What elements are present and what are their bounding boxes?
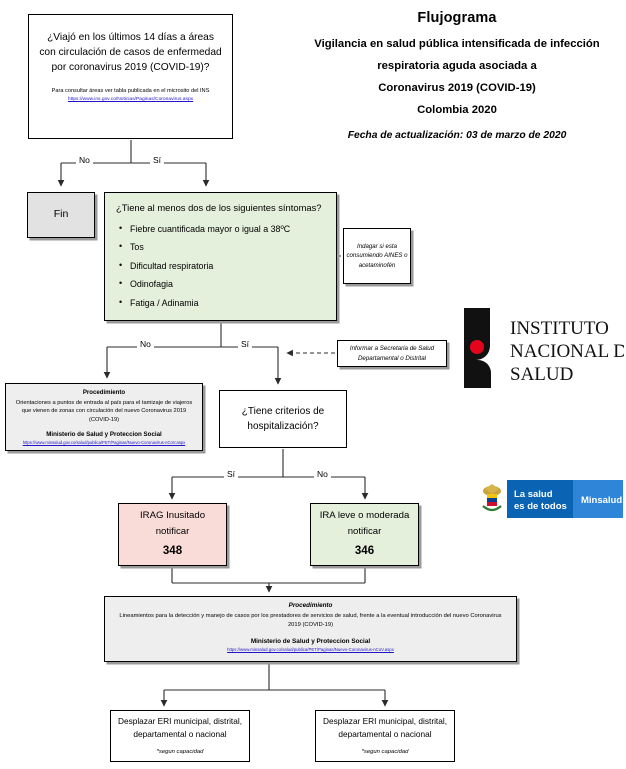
minsalud-logo: La salud es de todos Minsalud bbox=[477, 480, 623, 518]
ins-line-1: INSTITUTO bbox=[510, 318, 609, 339]
svg-text:es de todos: es de todos bbox=[514, 501, 567, 512]
minsalud-brand: Minsalud bbox=[581, 495, 622, 506]
proc-left-ministry: Ministerio de Salud y Proteccion Social bbox=[46, 431, 162, 439]
ins-line-2: NACIONAL DE bbox=[510, 341, 624, 362]
eri-right-line-2: departamental o nacional bbox=[338, 728, 432, 739]
eri-right-line-1: Desplazar ERI municipal, distrital, bbox=[322, 716, 448, 727]
title-line-2: respiratoria aguda asociada a bbox=[377, 60, 537, 73]
edge-label-travel-si: Sí bbox=[150, 156, 165, 165]
node-irag-inusitado: IRAG Inusitado notificar 348 bbox=[118, 503, 227, 566]
svg-text:NACIONAL DE: NACIONAL DE bbox=[510, 341, 624, 362]
ins-logo: INSTITUTO NACIONAL DE SALUD bbox=[462, 306, 624, 390]
node-eri-left: Desplazar ERI municipal, distrital, depa… bbox=[110, 710, 250, 762]
edge-label-travel-no: No bbox=[76, 156, 93, 165]
travel-question-text: ¿Viajó en los últimos 14 días a áreas co… bbox=[39, 32, 222, 73]
travel-link[interactable]: https://www.ins.gov.co/Noticias/Paginas/… bbox=[67, 97, 194, 103]
eri-left-line-1: Desplazar ERI municipal, distrital, bbox=[117, 716, 243, 727]
node-eri-right: Desplazar ERI municipal, distrital, depa… bbox=[315, 710, 455, 762]
proc-left-link[interactable]: https://www.minsalud.gov.co/salud/public… bbox=[22, 440, 186, 446]
minsalud-slogan-2: es de todos bbox=[514, 501, 567, 512]
svg-text:La salud: La salud bbox=[514, 489, 553, 500]
eri-left-line-2: departamental o nacional bbox=[133, 728, 227, 739]
irag-line-1: IRAG Inusitado bbox=[139, 510, 206, 522]
hospitalization-question-text: ¿Tiene criterios de hospitalización? bbox=[241, 406, 325, 432]
minsalud-slogan-1: La salud bbox=[514, 489, 553, 500]
fin-label: Fin bbox=[53, 208, 69, 221]
list-item: Fatiga / Adinamia bbox=[119, 297, 290, 309]
node-symptoms: ¿Tiene al menos dos de los siguientes sí… bbox=[104, 192, 337, 321]
note-informar-secretaria: Informar a Secretaria de Salud Departame… bbox=[337, 340, 447, 367]
title-update-date: Fecha de actualización: 03 de marzo de 2… bbox=[347, 130, 567, 142]
ira-line-2: notificar bbox=[347, 525, 382, 537]
ira-line-1: IRA leve o moderada bbox=[319, 510, 410, 522]
title-line-3: Coronavirus 2019 (COVID-19) bbox=[378, 82, 536, 95]
svg-text:INSTITUTO: INSTITUTO bbox=[510, 318, 609, 339]
note-aines-text: Indagar si esta consumiendo AINES o acet… bbox=[346, 243, 408, 269]
title-line-1: Vigilancia en salud pública intensificad… bbox=[314, 38, 600, 50]
irag-line-2: notificar bbox=[155, 525, 190, 537]
ira-code: 346 bbox=[354, 545, 375, 558]
node-procedure-lineamientos: Procedimiento Lineamientos para la detec… bbox=[104, 596, 517, 662]
list-item: Fiebre cuantificada mayor o igual a 38ºC bbox=[119, 223, 290, 235]
node-hospitalization-question: ¿Tiene criterios de hospitalización? bbox=[219, 390, 347, 448]
list-item: Dificultad respiratoria bbox=[119, 260, 290, 272]
note-informar-text: Informar a Secretaria de Salud Departame… bbox=[349, 344, 435, 362]
node-procedure-entry-points: Procedimiento Orientaciones a puntos de … bbox=[5, 383, 203, 451]
ins-line-3: SALUD bbox=[510, 364, 573, 385]
list-item: Tos bbox=[119, 241, 290, 253]
svg-text:Minsalud: Minsalud bbox=[581, 495, 622, 506]
proc-bottom-link[interactable]: https://www.minsalud.gov.co/salud/public… bbox=[227, 646, 394, 652]
title-line-4: Colombia 2020 bbox=[417, 104, 497, 117]
title-main: Flujograma bbox=[417, 10, 497, 26]
node-fin: Fin bbox=[27, 192, 95, 238]
eri-left-footnote: *segun capacidad bbox=[156, 749, 204, 756]
page-title: Flujograma Vigilancia en salud pública i… bbox=[288, 10, 626, 141]
edge-label-hosp-no: No bbox=[314, 470, 331, 479]
proc-bottom-body: Lineamientos para la detección y manejo … bbox=[119, 613, 502, 629]
node-travel-question: ¿Viajó en los últimos 14 días a áreas co… bbox=[28, 14, 233, 139]
travel-note-text: Para consultar áreas ver tabla publicada… bbox=[51, 88, 210, 95]
symptoms-list: Fiebre cuantificada mayor o igual a 38ºC… bbox=[116, 223, 290, 316]
node-ira-leve-moderada: IRA leve o moderada notificar 346 bbox=[310, 503, 419, 566]
proc-bottom-ministry: Ministerio de Salud y Proteccion Social bbox=[250, 637, 371, 645]
proc-left-body: Orientaciones a puntos de entrada al paí… bbox=[15, 399, 193, 423]
irag-code: 348 bbox=[162, 545, 183, 558]
list-item: Odinofagia bbox=[119, 278, 290, 290]
svg-text:SALUD: SALUD bbox=[510, 364, 573, 385]
proc-left-heading: Procedimiento bbox=[82, 389, 126, 396]
eri-right-footnote: *segun capacidad bbox=[361, 749, 409, 756]
note-aines: Indagar si esta consumiendo AINES o acet… bbox=[343, 228, 411, 284]
edge-label-symptoms-si: Sí bbox=[238, 340, 253, 349]
edge-label-hosp-si: Sí bbox=[224, 470, 239, 479]
proc-bottom-heading: Procedimiento bbox=[288, 602, 333, 609]
symptoms-question-text: ¿Tiene al menos dos de los siguientes sí… bbox=[116, 202, 322, 213]
edge-label-symptoms-no: No bbox=[137, 340, 154, 349]
